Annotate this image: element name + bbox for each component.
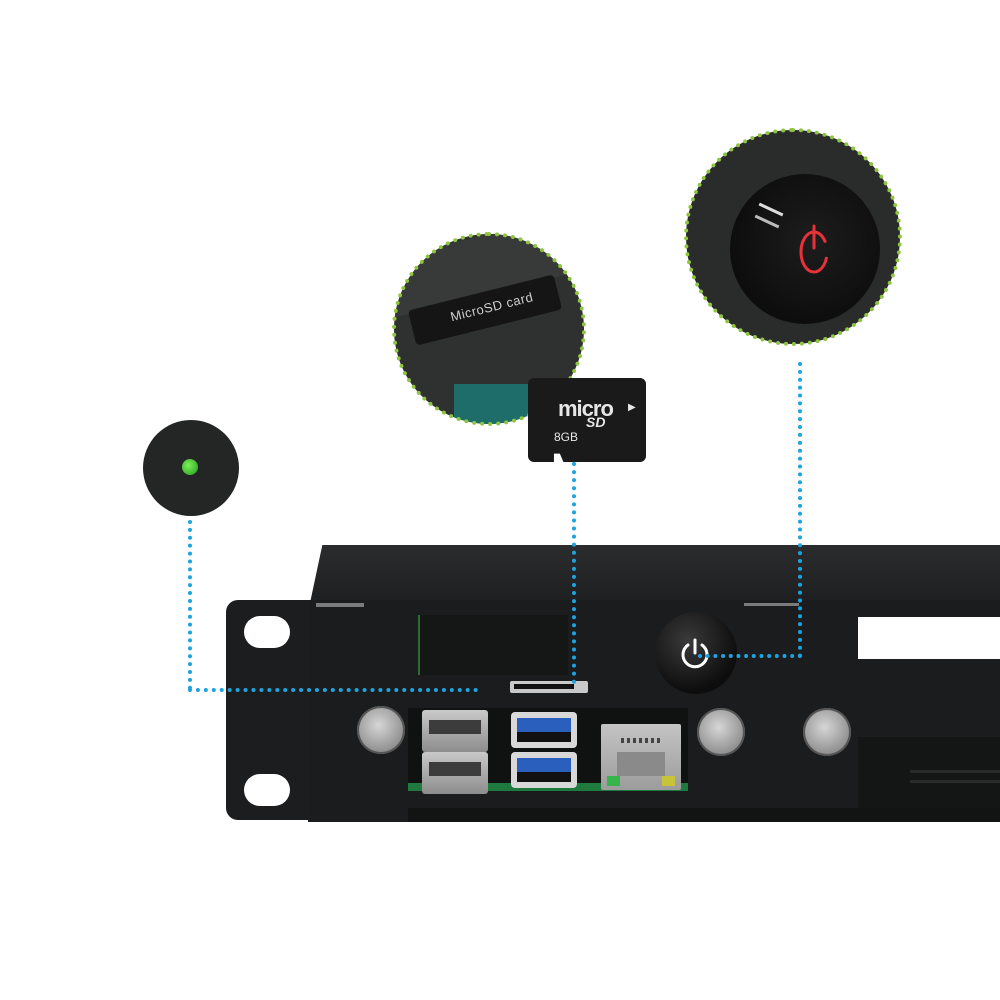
thumb-screw [357,706,405,754]
edge-highlight [316,603,364,607]
usb2-port-top[interactable] [422,710,488,752]
display-window [418,615,568,675]
leader-line-power [798,362,802,658]
microsd-logo-micro: micro [558,396,614,421]
power-icon [681,638,709,669]
leader-line-led [188,520,192,690]
rack-hole-bottom [244,774,290,806]
rack-ear [226,600,310,820]
leader-line-power-h [698,654,802,658]
microsd-slot[interactable] [510,681,588,693]
ethernet-led-activity [662,776,675,786]
microsd-callout-ring [392,232,586,426]
chassis-top-panel [310,545,1000,603]
usb2-port-bottom[interactable] [422,752,488,794]
usb3-port-bottom[interactable] [511,752,577,788]
ethernet-port[interactable] [601,724,681,790]
thumb-screw [697,708,745,756]
microsd-card: micro SD ▶ 8GB [528,378,646,462]
power-button[interactable] [655,612,737,694]
status-led-icon [182,459,198,475]
microsd-capacity: 8GB [554,430,579,444]
leader-line-microsd [572,462,576,684]
bottom-lip [408,808,1000,822]
power-callout-ring [684,128,902,346]
thumb-screw [803,708,851,756]
ethernet-led-link [607,776,620,786]
rack-hole-top [244,616,290,648]
status-led-callout [143,420,239,516]
leader-line-led-h [188,688,478,692]
microsd-logo-sd: SD [586,414,606,430]
drive-bay-opening [858,617,1000,659]
drive-bay-lower [858,737,1000,817]
usb3-port-top[interactable] [511,712,577,748]
insert-arrow-icon: ▶ [628,402,636,413]
edge-highlight [744,603,799,606]
